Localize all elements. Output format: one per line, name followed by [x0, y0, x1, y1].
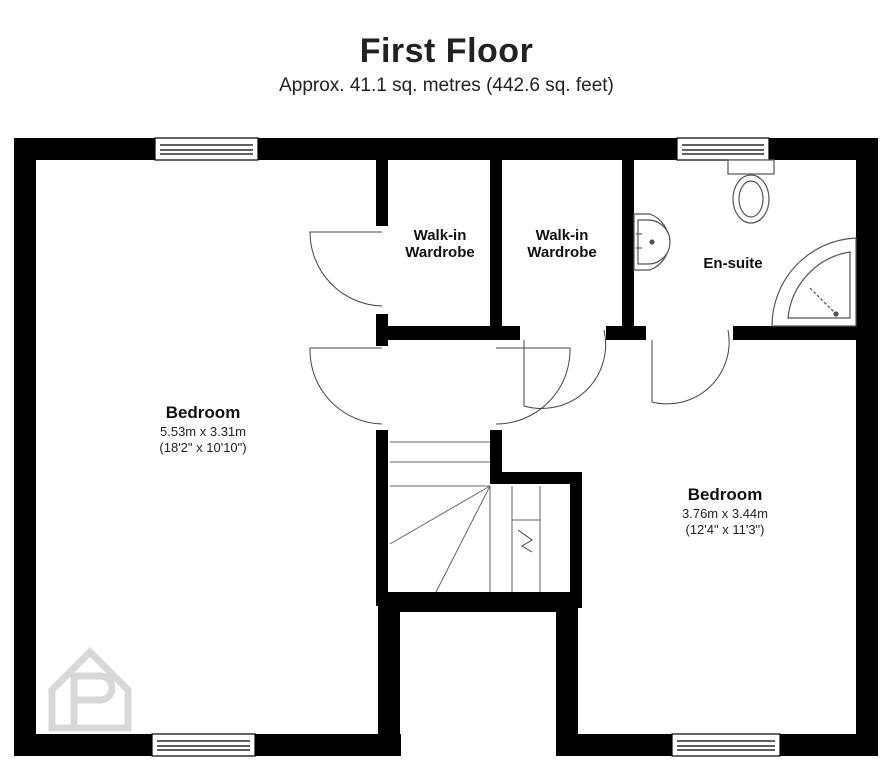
- ensuite-fixtures: [633, 159, 857, 327]
- wardrobe2-line1: Walk-in: [536, 227, 589, 244]
- property-logo-watermark-icon: [48, 647, 132, 732]
- window-bottom-left: [151, 733, 256, 757]
- shower-tray-icon: [771, 237, 857, 327]
- plan-header: First Floor Approx. 41.1 sq. metres (442…: [0, 0, 893, 110]
- wall-notch-right: [556, 592, 578, 756]
- interior-walls: [376, 160, 878, 608]
- floor-title: First Floor: [359, 32, 534, 70]
- door-bedroom1: [309, 347, 383, 425]
- window-top-right: [676, 137, 770, 161]
- doors: [309, 231, 730, 425]
- wall-right: [856, 138, 878, 756]
- window-bottom-right: [671, 733, 781, 757]
- floor-area: Approx. 41.1 sq. metres (442.6 sq. feet): [279, 75, 614, 96]
- wall-left: [14, 138, 36, 756]
- wardrobe1-line2: Wardrobe: [405, 244, 474, 261]
- bedroom2-size-imperial: (12'4" x 11'3"): [686, 522, 765, 537]
- bedroom1-name: Bedroom: [166, 403, 241, 422]
- window-top-left: [154, 137, 259, 161]
- basin-icon: [633, 213, 671, 271]
- bedroom2-size-metric: 3.76m x 3.44m: [682, 506, 768, 521]
- wardrobe2-line2: Wardrobe: [527, 244, 596, 261]
- toilet-icon: [727, 159, 775, 224]
- windows: [151, 137, 781, 757]
- staircase: [389, 441, 541, 593]
- door-wardrobe2: [523, 329, 607, 409]
- wall-w1-left-upper: [376, 160, 388, 226]
- door-wardrobe1: [309, 231, 383, 307]
- wall-between-wardrobes: [490, 160, 502, 340]
- bedroom2-name: Bedroom: [688, 485, 763, 504]
- wall-stair-right-upper: [490, 430, 502, 480]
- door-ensuite: [651, 329, 730, 405]
- bedroom1-size-imperial: (18'2" x 10'10"): [159, 440, 246, 455]
- room-labels: Bedroom 5.53m x 3.31m (18'2" x 10'10") B…: [159, 227, 768, 537]
- wall-wardrobe-bottom: [376, 326, 520, 340]
- wall-ensuite-bottom-left: [606, 326, 646, 340]
- wall-stair-right-lower: [570, 472, 582, 608]
- wall-stair-left: [376, 430, 388, 606]
- wall-notch-left: [378, 592, 400, 756]
- wall-w2-ensuite: [622, 160, 634, 340]
- door-stair-landing: [495, 347, 571, 425]
- wall-notch-top: [378, 592, 578, 612]
- wall-stair-step-top: [490, 472, 580, 484]
- bedroom1-size-metric: 5.53m x 3.31m: [160, 424, 246, 439]
- wardrobe1-line1: Walk-in: [414, 227, 467, 244]
- wall-ensuite-bottom-right: [733, 326, 878, 340]
- ensuite-name: En-suite: [703, 255, 762, 272]
